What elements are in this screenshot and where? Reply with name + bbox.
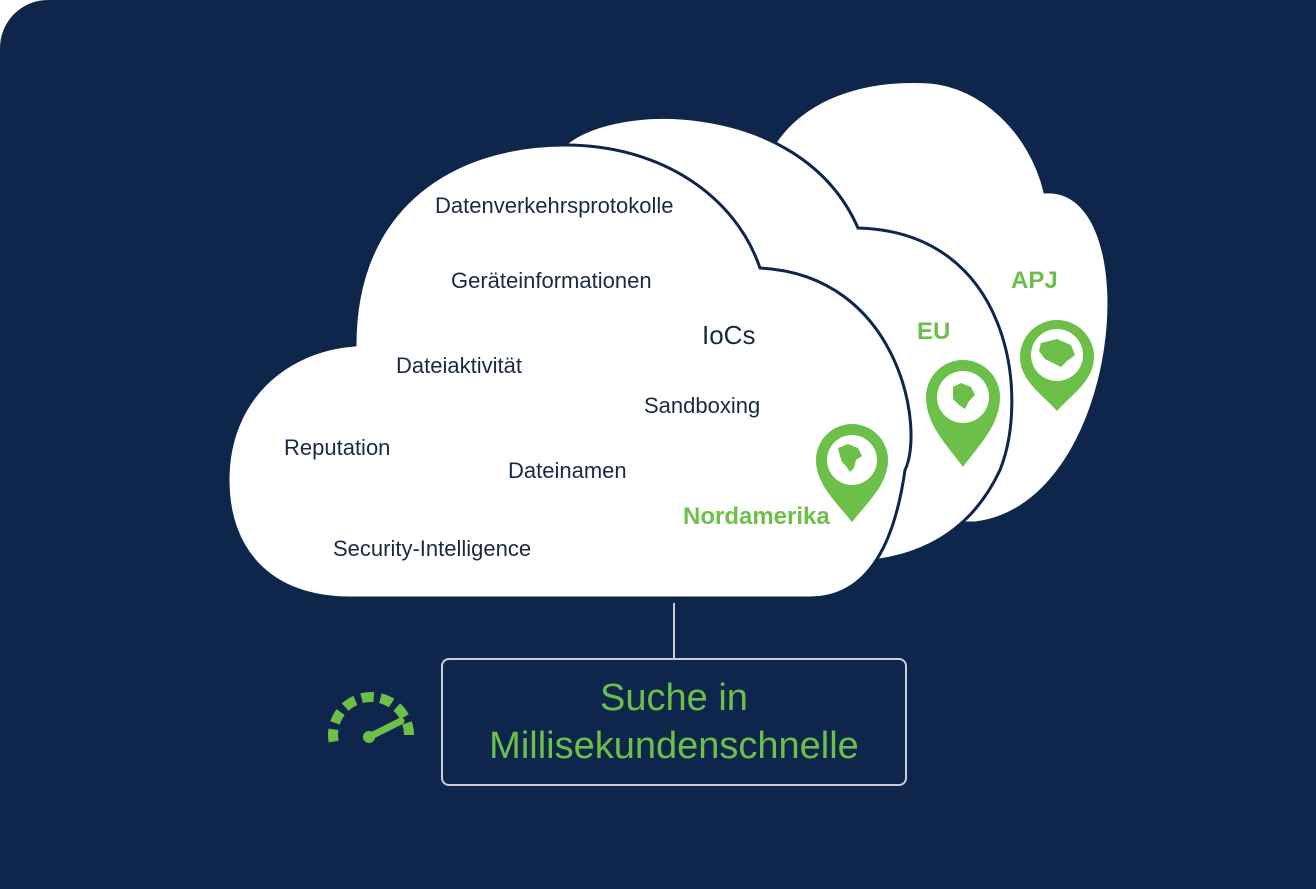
asia-globe-pin-icon [1020, 320, 1094, 411]
region-label-apj: APJ [1011, 267, 1058, 294]
label-iocs: IoCs [702, 320, 756, 350]
region-label-nordamerika: Nordamerika [683, 503, 830, 530]
search-box-line-1: Suche in [600, 677, 748, 719]
label-datenverkehrsprotokolle: Datenverkehrsprotokolle [435, 193, 674, 218]
label-geraeteinformationen: Geräteinformationen [451, 268, 652, 293]
search-box-line-2: Millisekundenschnelle [489, 725, 859, 767]
speedometer-tick [341, 695, 358, 711]
speedometer-tick [393, 703, 409, 720]
label-security-intelligence: Security-Intelligence [333, 536, 532, 561]
europe-globe-pin-icon [926, 360, 1000, 467]
speedometer-icon [328, 692, 414, 743]
label-sandboxing: Sandboxing [644, 393, 761, 418]
speedometer-tick [378, 693, 395, 708]
speedometer-tick [402, 721, 414, 736]
label-dateiaktivitaet: Dateiaktivität [396, 353, 522, 378]
label-dateinamen: Dateinamen [508, 458, 627, 483]
speedometer-tick [330, 709, 345, 725]
region-label-eu: EU [917, 318, 951, 345]
speedometer-tick [328, 728, 339, 743]
speedometer-tick [360, 692, 375, 704]
label-reputation: Reputation [284, 435, 391, 460]
cloud-north-america [226, 143, 913, 600]
north-america-globe-pin-icon [816, 424, 888, 522]
search-speed-box: Suche in Millisekundenschnelle [441, 658, 907, 786]
